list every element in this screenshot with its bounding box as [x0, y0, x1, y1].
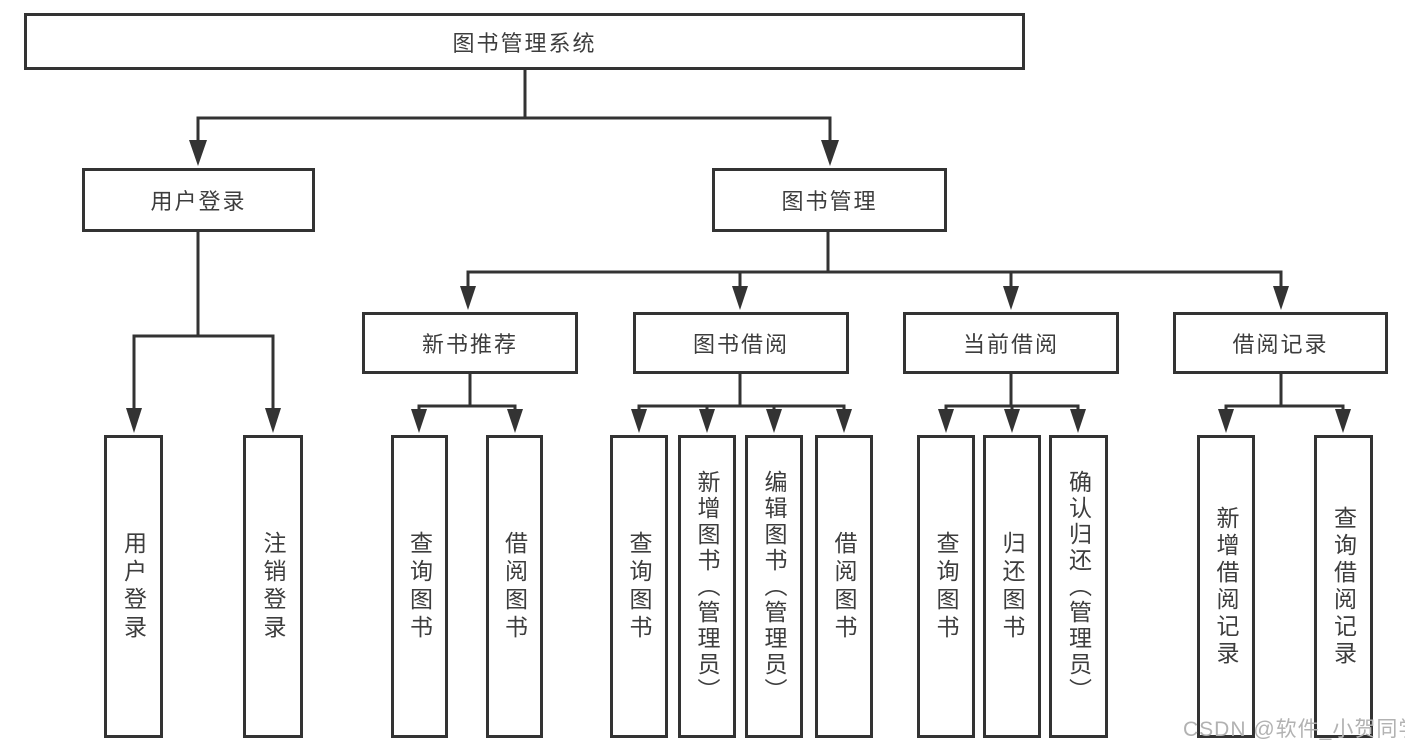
- leaf-return-books: 归还图书: [983, 435, 1041, 738]
- csdn-watermark: CSDN @软件_小贺同学: [1183, 718, 1405, 741]
- leaf-confirm-return-admin: 确认归还（管理员）: [1049, 435, 1108, 738]
- node-book-borrowing: 图书借阅: [633, 312, 849, 374]
- node-book-management: 图书管理: [712, 168, 947, 232]
- leaf-query-books-current: 查询图书: [917, 435, 975, 738]
- connector-book-borrow-to-leaves: [631, 374, 852, 433]
- leaf-add-books-admin: 新增图书（管理员）: [678, 435, 736, 738]
- node-borrowing-records: 借阅记录: [1173, 312, 1388, 374]
- connector-current-borrow-to-leaves: [938, 374, 1086, 433]
- connector-user-login-to-leaves: [126, 232, 281, 433]
- leaf-logout: 注销登录: [243, 435, 303, 738]
- leaf-user-login: 用户登录: [104, 435, 163, 738]
- leaf-add-borrow-record: 新增借阅记录: [1197, 435, 1255, 738]
- node-new-book-recommend: 新书推荐: [362, 312, 578, 374]
- connector-root-to-level2: [189, 70, 839, 166]
- leaf-query-borrow-record: 查询借阅记录: [1314, 435, 1373, 738]
- node-user-login: 用户登录: [82, 168, 315, 232]
- connector-new-books-to-leaves: [411, 374, 523, 433]
- connector-borrow-records-to-leaves: [1218, 374, 1351, 433]
- leaf-query-books-recommend: 查询图书: [391, 435, 448, 738]
- connector-book-mgmt-to-level3: [460, 232, 1289, 310]
- node-current-borrowing: 当前借阅: [903, 312, 1119, 374]
- leaf-borrow-books: 借阅图书: [815, 435, 873, 738]
- leaf-query-books-borrow: 查询图书: [610, 435, 668, 738]
- leaf-edit-books-admin: 编辑图书（管理员）: [745, 435, 803, 738]
- node-library-system: 图书管理系统: [24, 13, 1025, 70]
- leaf-borrow-books-recommend: 借阅图书: [486, 435, 543, 738]
